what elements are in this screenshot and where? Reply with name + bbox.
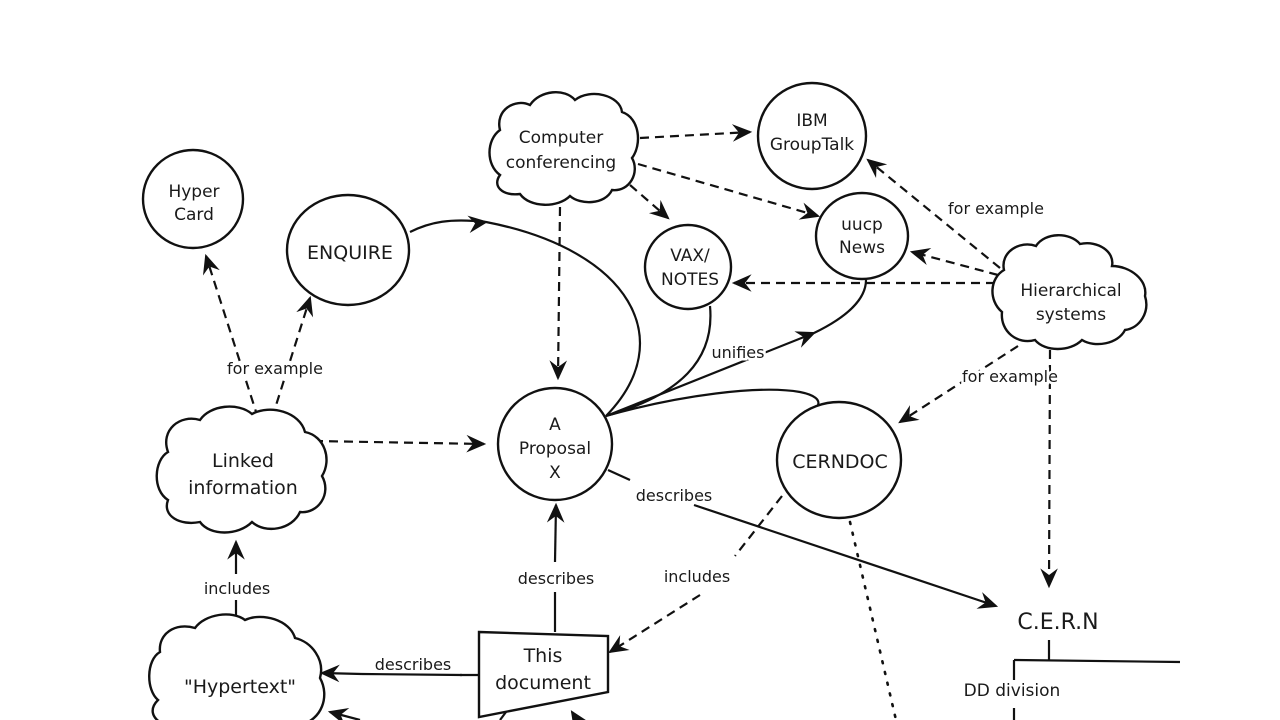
enquire-label: ENQUIRE <box>307 242 393 264</box>
edge-hier-to-cern <box>1040 349 1058 589</box>
hierarchical-systems-label-1: Hierarchical <box>1020 281 1121 301</box>
node-ibm-grouptalk[interactable]: IBM GroupTalk <box>756 81 868 191</box>
computer-conferencing-label-2: conferencing <box>506 153 616 173</box>
proposal-label-3: X <box>549 463 561 483</box>
node-proposal[interactable]: A Proposal X <box>496 386 614 502</box>
edge-describes-cern <box>693 503 999 609</box>
node-hierarchical-systems[interactable]: Hierarchical systems <box>991 234 1148 351</box>
node-this-document[interactable]: This document <box>477 630 610 719</box>
uucp-news-label-2: News <box>839 238 885 258</box>
edge-hier-to-cerndoc <box>898 345 1019 424</box>
computer-conferencing-label-1: Computer <box>519 128 604 148</box>
proposal-label-1: A <box>549 415 561 435</box>
proposal-label-2: Proposal <box>519 439 591 459</box>
edge-cerndoc-to-document-b <box>608 594 701 654</box>
cerndoc-label: CERNDOC <box>792 451 888 473</box>
edge-conf-to-vax <box>629 184 670 220</box>
edge-linked-to-enquire <box>270 295 314 419</box>
node-enquire[interactable]: ENQUIRE <box>285 193 411 307</box>
label-describes-cern: describes <box>636 486 713 505</box>
ibm-grouptalk-label-1: IBM <box>796 111 827 131</box>
label-describes-hypertext: describes <box>375 655 452 674</box>
node-cern[interactable]: C.E.R.N <box>1017 610 1098 635</box>
edge-proposal-to-enquire <box>409 219 642 417</box>
linked-information-label-1: Linked <box>212 450 274 472</box>
node-computer-conferencing[interactable]: Computer conferencing <box>488 91 640 206</box>
hypertext-label: "Hypertext" <box>184 676 296 698</box>
uucp-news-label-1: uucp <box>841 215 883 235</box>
edge-conf-to-ibm <box>639 124 753 142</box>
node-uucp-news[interactable]: uucp News <box>814 191 910 281</box>
vax-notes-label-2: NOTES <box>661 270 719 290</box>
edge-cerndoc-to-document <box>734 495 783 557</box>
linked-information-label-2: information <box>188 477 298 499</box>
edge-linked-to-proposal <box>313 434 487 453</box>
edge-conf-to-proposal <box>549 206 568 381</box>
node-dd-division[interactable]: DD division <box>964 681 1061 701</box>
edge-hier-to-ibm <box>866 158 1001 269</box>
this-document-label-2: document <box>495 672 591 694</box>
label-unifies: unifies <box>712 343 765 362</box>
edge-proposal-to-vax <box>605 305 712 418</box>
edge-bottom-left-partial <box>327 708 361 720</box>
node-cerndoc[interactable]: CERNDOC <box>775 400 903 520</box>
edge-bottom-mid-partial <box>499 711 507 720</box>
edge-bottom-right-partial <box>570 710 589 720</box>
node-hypercard[interactable]: Hyper Card <box>141 148 245 250</box>
hypercard-label-1: Hyper <box>168 182 219 202</box>
label-hier-for-example-bottom: for example <box>962 367 1058 386</box>
edge-uucp-curve <box>813 279 868 334</box>
cern-org-tree <box>1012 640 1181 720</box>
ibm-grouptalk-label-2: GroupTalk <box>770 135 854 155</box>
hypercard-label-2: Card <box>174 205 214 225</box>
label-includes-cerndoc: includes <box>664 567 730 586</box>
edge-describes-hypertext <box>319 664 363 683</box>
label-hier-for-example-top: for example <box>948 199 1044 218</box>
hierarchical-systems-label-2: systems <box>1036 305 1106 325</box>
edge-document-to-hypertext-mid <box>361 672 463 677</box>
vax-notes-label-1: VAX/ <box>670 246 710 266</box>
edges <box>203 124 1181 720</box>
edge-linked-to-hypercard <box>203 253 260 419</box>
this-document-label-1: This <box>523 645 563 667</box>
edge-document-to-proposal-arrow <box>546 502 565 563</box>
edge-proposal-to-uucp <box>605 331 817 418</box>
label-includes-hypertext: includes <box>204 579 270 598</box>
label-linked-for-example: for example <box>227 359 323 378</box>
edge-proposal-to-cern <box>607 468 631 482</box>
node-vax-notes[interactable]: VAX/ NOTES <box>643 223 733 311</box>
label-describes-proposal: describes <box>518 569 595 588</box>
edge-proposal-to-cerndoc <box>605 388 820 418</box>
edge-cerndoc-dotted <box>848 520 898 720</box>
edge-conf-to-uucp <box>637 162 821 220</box>
node-linked-information[interactable]: Linked information <box>155 405 328 534</box>
node-hypertext[interactable]: "Hypertext" <box>148 613 326 720</box>
